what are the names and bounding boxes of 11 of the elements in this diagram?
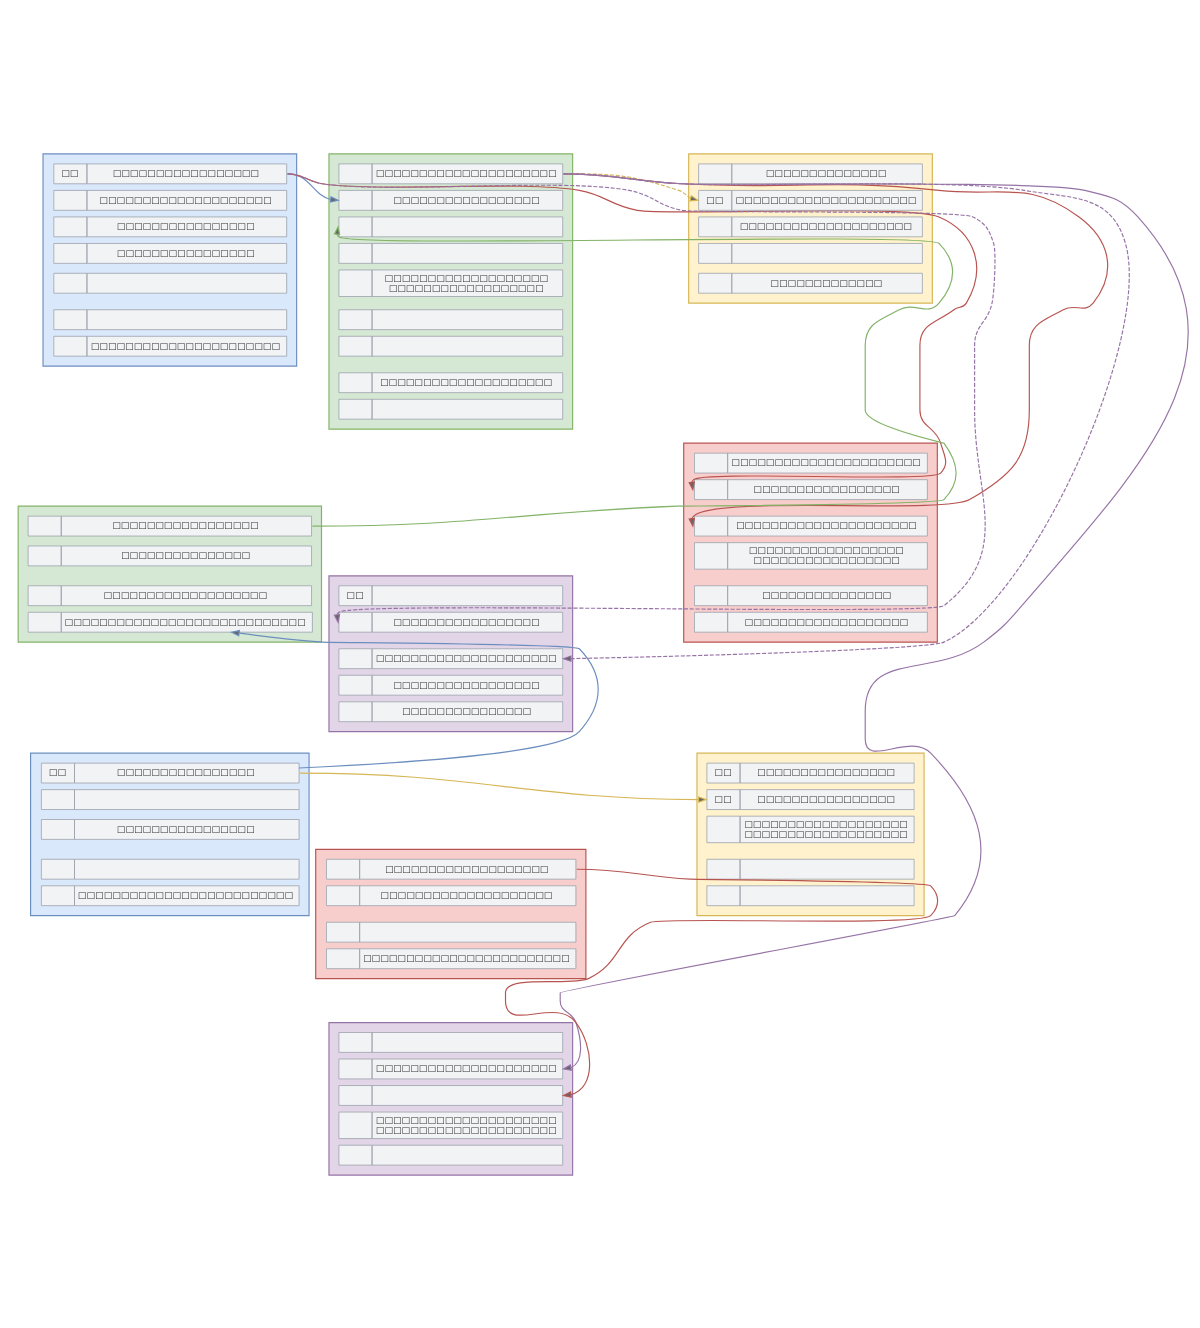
cluster bbox=[315, 848, 587, 979]
arrow bbox=[561, 172, 1130, 662]
arrow bbox=[311, 224, 957, 527]
arrow bbox=[299, 772, 708, 803]
cluster bbox=[42, 152, 298, 367]
arrow bbox=[504, 868, 939, 1098]
cluster bbox=[683, 442, 938, 643]
arrow bbox=[559, 172, 1189, 1071]
cluster bbox=[30, 752, 310, 916]
cluster bbox=[17, 505, 323, 643]
arrow bbox=[229, 629, 599, 769]
